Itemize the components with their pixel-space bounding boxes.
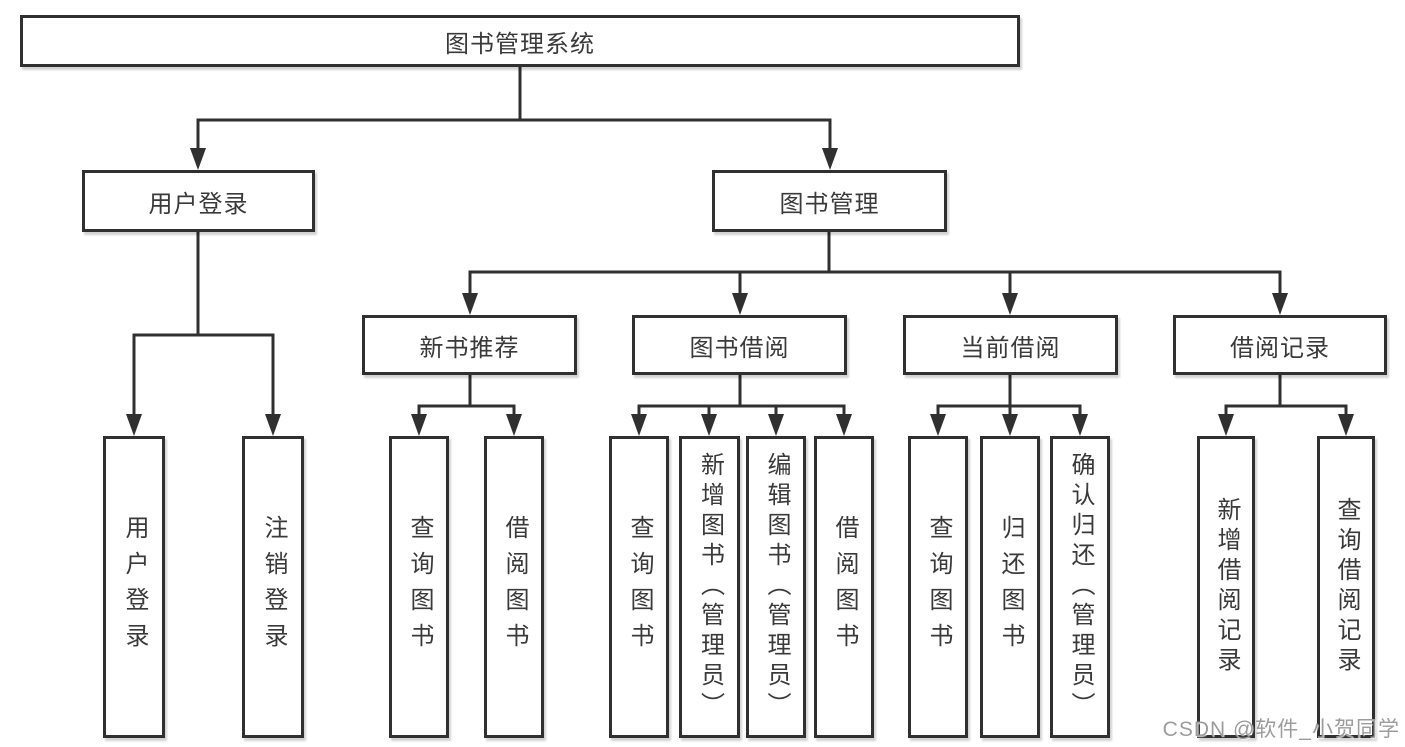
leaf-add-borrow-record: 新增借阅记录 bbox=[1197, 436, 1255, 738]
arrowheads bbox=[126, 148, 1354, 436]
node-book-borrow: 图书借阅 bbox=[632, 315, 847, 375]
leaf-query-books-borrow: 查询图书 bbox=[609, 436, 669, 738]
leaf-borrow-books-recommend: 借阅图书 bbox=[484, 436, 544, 738]
leaf-confirm-return-admin: 确认归还（管理员） bbox=[1050, 436, 1110, 738]
leaf-logout: 注销登录 bbox=[242, 436, 304, 738]
leaf-return-books: 归还图书 bbox=[980, 436, 1040, 738]
leaf-query-borrow-record: 查询借阅记录 bbox=[1317, 436, 1375, 738]
node-current-borrow: 当前借阅 bbox=[903, 315, 1118, 375]
node-borrow-records: 借阅记录 bbox=[1173, 315, 1387, 375]
leaf-query-books-current: 查询图书 bbox=[908, 436, 968, 738]
leaf-query-books-recommend: 查询图书 bbox=[389, 436, 449, 738]
node-new-book-recommend: 新书推荐 bbox=[362, 315, 577, 375]
leaf-edit-book-admin: 编辑图书（管理员） bbox=[746, 436, 806, 738]
leaf-user-login: 用户登录 bbox=[103, 436, 165, 738]
node-user-login: 用户登录 bbox=[82, 170, 315, 232]
watermark: CSDN @软件_小贺同学 bbox=[1162, 718, 1400, 741]
node-book-management: 图书管理 bbox=[712, 170, 947, 232]
leaf-add-book-admin: 新增图书（管理员） bbox=[679, 436, 740, 738]
leaf-borrow-books: 借阅图书 bbox=[814, 436, 874, 738]
node-library-system: 图书管理系统 bbox=[20, 15, 1020, 67]
